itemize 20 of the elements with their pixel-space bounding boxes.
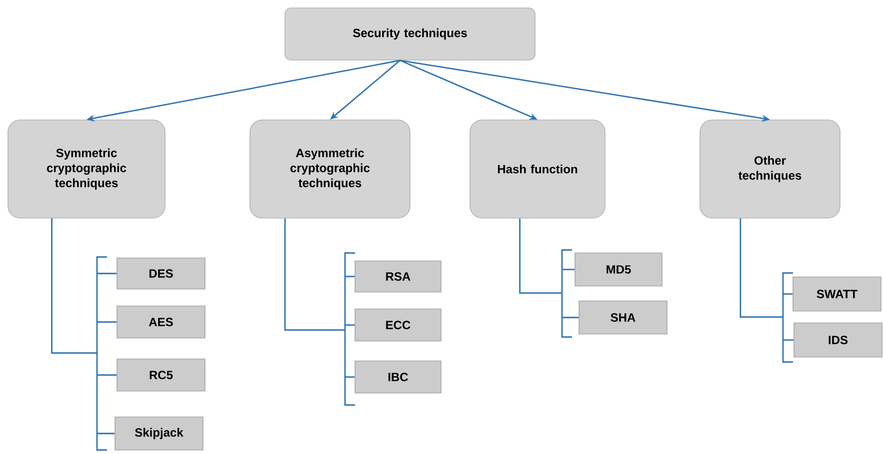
bracket-connector — [740, 218, 794, 363]
bracket-connector — [51, 218, 117, 451]
technique-box: MD5 — [574, 252, 662, 286]
technique-box: AES — [116, 306, 206, 338]
technique-box: DES — [116, 258, 206, 290]
category-box: Hash function — [470, 120, 606, 218]
technique-box: ECC — [354, 308, 442, 342]
technique-box: SWATT — [792, 276, 882, 312]
technique-box: IDS — [794, 322, 882, 358]
technique-box: RSA — [354, 260, 442, 292]
technique-box: SHA — [578, 300, 668, 334]
category-box: Asymmetric cryptographic techniques — [250, 120, 410, 218]
technique-box: IBC — [354, 360, 442, 394]
category-box: Symmetric cryptographic techniques — [8, 120, 166, 218]
bracket-connector — [284, 218, 356, 406]
bracket-connector — [519, 218, 579, 338]
technique-box: RC5 — [116, 358, 206, 392]
category-box: Other techniques — [700, 120, 840, 218]
root-box: Security techniques — [284, 8, 536, 60]
technique-box: Skipjack — [114, 416, 204, 450]
